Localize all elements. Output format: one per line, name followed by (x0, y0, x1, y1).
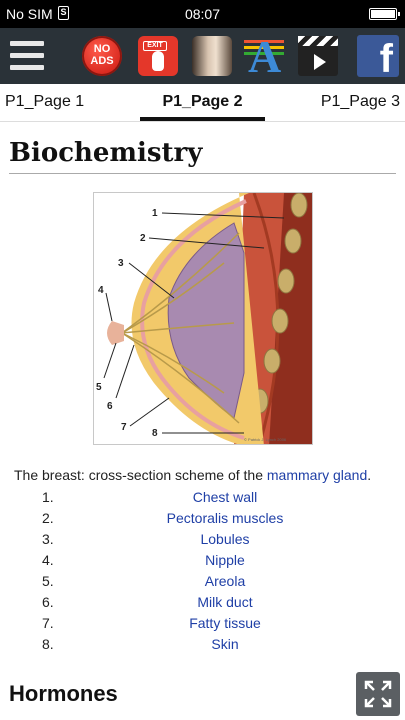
font-icon[interactable]: A (244, 31, 284, 82)
diagram-illustration: 1 2 3 4 5 6 7 8 © Patrick J. Lynch 2006 (96, 193, 312, 444)
list-item: 1. Chest wall (0, 489, 405, 510)
list-item: 4. Nipple (0, 552, 405, 573)
list-item: 5. Areola (0, 573, 405, 594)
caption-text: The breast: cross-section scheme of the (14, 467, 267, 483)
sim-icon: S (58, 6, 69, 20)
diagram-credit: © Patrick J. Lynch 2006 (244, 437, 287, 442)
nipple-link[interactable]: Nipple (205, 552, 245, 568)
battery-icon (369, 8, 400, 20)
diagram-label-7: 7 (121, 422, 127, 433)
list-item: 7. Fatty tissue (0, 615, 405, 636)
photo-icon[interactable] (192, 36, 232, 76)
diagram-label-2: 2 (140, 233, 146, 244)
milk-duct-link[interactable]: Milk duct (197, 594, 253, 610)
list-number: 5. (42, 573, 54, 589)
tab-p1-page-2[interactable]: P1_Page 2 (162, 93, 243, 110)
exit-label: EXIT (143, 41, 167, 51)
facebook-letter: f (379, 37, 393, 77)
caption-suffix: . (367, 467, 372, 483)
list-number: 8. (42, 636, 54, 652)
list-number: 3. (42, 531, 54, 547)
diagram-label-6: 6 (107, 401, 113, 412)
anatomy-parts-list: 1. Chest wall 2. Pectoralis muscles 3. Lobu… (0, 489, 405, 657)
diagram-label-5: 5 (96, 382, 102, 393)
list-number: 7. (42, 615, 54, 631)
diagram-label-3: 3 (118, 258, 124, 269)
title-divider (9, 173, 396, 174)
diagram-label-1: 1 (152, 208, 158, 219)
tab-p1-page-1[interactable]: P1_Page 1 (5, 93, 85, 110)
status-bar: No SIM S 08:07 (0, 0, 405, 28)
tab-p1-page-3[interactable]: P1_Page 3 (320, 93, 400, 110)
list-number: 2. (42, 510, 54, 526)
list-number: 6. (42, 594, 54, 610)
page-title: Biochemistry (9, 138, 203, 168)
exit-button[interactable]: EXIT (138, 36, 178, 76)
fullscreen-button[interactable] (356, 672, 400, 716)
pectoralis-muscles-link[interactable]: Pectoralis muscles (166, 510, 284, 526)
selected-tab-indicator (140, 117, 265, 121)
carrier-label: No SIM (6, 6, 53, 22)
no-ads-label: NO ADS (90, 43, 114, 67)
list-item: 3. Lobules (0, 531, 405, 552)
expand-icon (364, 680, 392, 708)
breast-anatomy-diagram: 1 2 3 4 5 6 7 8 © Patrick J. Lynch 2006 (93, 192, 313, 445)
section-heading-hormones: Hormones (9, 681, 118, 706)
mammary-gland-link[interactable]: mammary gland (266, 467, 368, 483)
hand-icon (152, 51, 164, 71)
list-item: 6. Milk duct (0, 594, 405, 615)
skin-link[interactable]: Skin (211, 636, 239, 652)
diagram-label-4: 4 (98, 285, 104, 296)
clock: 08:07 (184, 6, 221, 22)
list-item: 8. Skin (0, 636, 405, 657)
app-toolbar: NO ADS EXIT A f (0, 28, 405, 84)
figure-caption: The breast: cross-section scheme of the … (14, 466, 394, 484)
diagram-label-8: 8 (152, 428, 158, 439)
page-tabs: P1_Page 1 P1_Page 2 P1_Page 3 (0, 84, 405, 122)
hamburger-menu-icon[interactable] (0, 28, 56, 84)
no-ads-button[interactable]: NO ADS (82, 36, 122, 76)
facebook-icon[interactable]: f (357, 35, 399, 77)
fatty-tissue-link[interactable]: Fatty tissue (189, 615, 261, 631)
list-number: 4. (42, 552, 54, 568)
areola-link[interactable]: Areola (204, 573, 246, 589)
list-number: 1. (42, 489, 54, 505)
font-letter: A (248, 31, 282, 82)
video-clapper-icon[interactable] (298, 36, 338, 76)
lobules-link[interactable]: Lobules (200, 531, 250, 547)
list-item: 2. Pectoralis muscles (0, 510, 405, 531)
chest-wall-link[interactable]: Chest wall (192, 489, 258, 505)
